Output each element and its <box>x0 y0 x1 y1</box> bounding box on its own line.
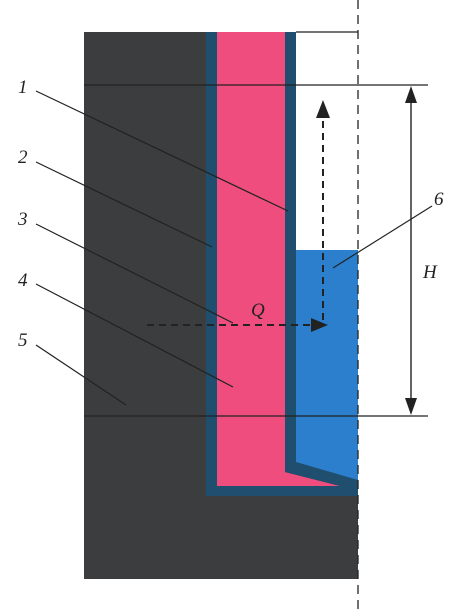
leader-line-6 <box>332 205 433 269</box>
leader-line-1 <box>35 90 289 212</box>
callout-5: 5 <box>18 330 28 351</box>
callout-1: 1 <box>18 77 28 98</box>
flow-label: Q <box>251 300 265 321</box>
callout-4: 4 <box>18 270 28 291</box>
leader-line-5 <box>35 344 127 406</box>
rise-arrow-head <box>316 100 330 118</box>
lining-inner-edge <box>285 32 358 486</box>
leader-line-4 <box>35 283 234 388</box>
leader-line-3 <box>35 223 234 324</box>
callout-6: 6 <box>434 189 444 210</box>
height-arrow-bottom <box>405 398 417 415</box>
height-label: H <box>422 262 438 283</box>
open-channel <box>296 32 358 250</box>
leader-line-2 <box>35 161 213 248</box>
fluid-region <box>296 250 358 480</box>
callout-3: 3 <box>17 209 28 230</box>
flow-arrow-head <box>311 318 328 332</box>
lining-core <box>217 32 340 486</box>
callout-2: 2 <box>18 147 28 168</box>
height-arrow-top <box>405 86 417 103</box>
